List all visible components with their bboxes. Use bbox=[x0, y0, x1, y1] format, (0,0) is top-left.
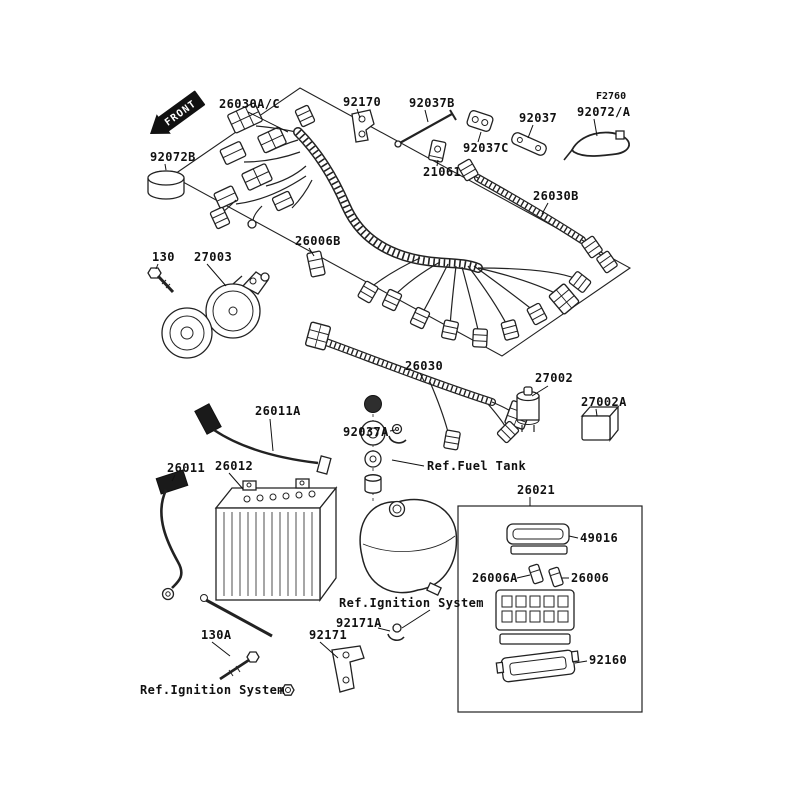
drawing-26006b-part bbox=[306, 250, 326, 278]
part-labels: F2760 92072/A 92037 92037B 92170 26030A/… bbox=[140, 91, 631, 697]
drawing-92170-bracket bbox=[351, 109, 375, 143]
drawing-92037a-clamp bbox=[388, 423, 407, 444]
drawing-27003-horn bbox=[161, 271, 270, 359]
part-label-92037: 92037 bbox=[519, 111, 557, 125]
drawing-27002a-relay bbox=[580, 405, 620, 442]
drawing-26012-battery bbox=[214, 478, 338, 602]
drawing-26030-harness bbox=[304, 321, 533, 451]
drawing-27002-relay bbox=[516, 386, 540, 432]
part-label-26011: 26011 bbox=[167, 461, 205, 475]
leader-lines bbox=[155, 108, 598, 692]
ref-fuel-tank-label: Ref.Fuel Tank bbox=[427, 459, 526, 473]
part-label-92171a: 92171A bbox=[336, 616, 382, 630]
drawing-26011-battery-cable bbox=[155, 469, 189, 601]
part-label-27002a: 27002A bbox=[581, 395, 627, 409]
part-label-26021: 26021 bbox=[517, 483, 555, 497]
part-label-26006: 26006 bbox=[571, 571, 609, 585]
part-label-27002: 27002 bbox=[535, 371, 573, 385]
drawing-26021-fusebox-group bbox=[457, 505, 643, 713]
drawing-battery-rod bbox=[200, 594, 273, 638]
drawing-92171a-clamp bbox=[387, 623, 405, 642]
drawing-21061-holder bbox=[428, 139, 447, 163]
ref-ignition-system-upper-label: Ref.Ignition System bbox=[339, 596, 484, 610]
drawing-92160-bracket bbox=[495, 649, 580, 683]
drawing-92072b-cap bbox=[147, 170, 185, 200]
drawing-92037c-clamp bbox=[466, 110, 494, 132]
harness-boundary-box bbox=[170, 87, 632, 357]
drawing-130-bolt bbox=[147, 267, 175, 294]
part-label-92171: 92171 bbox=[309, 628, 347, 642]
drawing-49016-cover bbox=[506, 523, 570, 555]
drawing-26030ac-main-harness bbox=[209, 102, 593, 349]
part-label-26030: 26030 bbox=[405, 359, 443, 373]
drawing-26011a-lead bbox=[194, 403, 332, 475]
ref-ignition-system-lower-label: Ref.Ignition System bbox=[140, 683, 285, 697]
part-label-92170: 92170 bbox=[343, 95, 381, 109]
part-label-92037a: 92037A bbox=[343, 425, 389, 439]
part-label-26006a: 26006A bbox=[472, 571, 518, 585]
drawing-ignition-nut bbox=[281, 684, 295, 696]
part-label-92037b: 92037B bbox=[409, 96, 455, 110]
part-label-92160: 92160 bbox=[589, 653, 627, 667]
drawing-26006a-fuse bbox=[528, 563, 544, 585]
drawing-92037b-band bbox=[394, 109, 457, 148]
drawing-130a-bolt bbox=[219, 651, 260, 681]
drawing-fusebox-body bbox=[495, 589, 575, 645]
part-label-130a: 130A bbox=[201, 628, 232, 642]
part-label-130: 130 bbox=[152, 250, 175, 264]
part-label-26012: 26012 bbox=[215, 459, 253, 473]
part-label-26011a: 26011A bbox=[255, 404, 301, 418]
drawing-fuel-tank bbox=[359, 498, 458, 597]
part-label-26006b: 26006B bbox=[295, 234, 341, 248]
drawing-26030b-sub-harness bbox=[456, 158, 619, 275]
part-label-21061: 21061 bbox=[423, 165, 461, 179]
part-label-49016: 49016 bbox=[580, 531, 618, 545]
part-label-92037c: 92037C bbox=[463, 141, 509, 155]
drawing-92037-clamp bbox=[511, 132, 547, 156]
drawing-tank-damper-stack bbox=[360, 395, 386, 502]
drawing-92171-bracket bbox=[331, 645, 365, 693]
drawing-26006-fuse bbox=[548, 566, 564, 588]
front-arrow: FRONT bbox=[150, 90, 206, 134]
part-label-92072b: 92072B bbox=[150, 150, 196, 164]
part-label-26030ac: 26030A/C bbox=[219, 97, 280, 111]
diagram-code-label: F2760 bbox=[596, 91, 626, 102]
part-label-92072a: 92072/A bbox=[577, 105, 631, 119]
part-label-26030b: 26030B bbox=[533, 189, 579, 203]
drawing-92072a-cable-tie bbox=[563, 130, 630, 161]
part-label-27003: 27003 bbox=[194, 250, 232, 264]
